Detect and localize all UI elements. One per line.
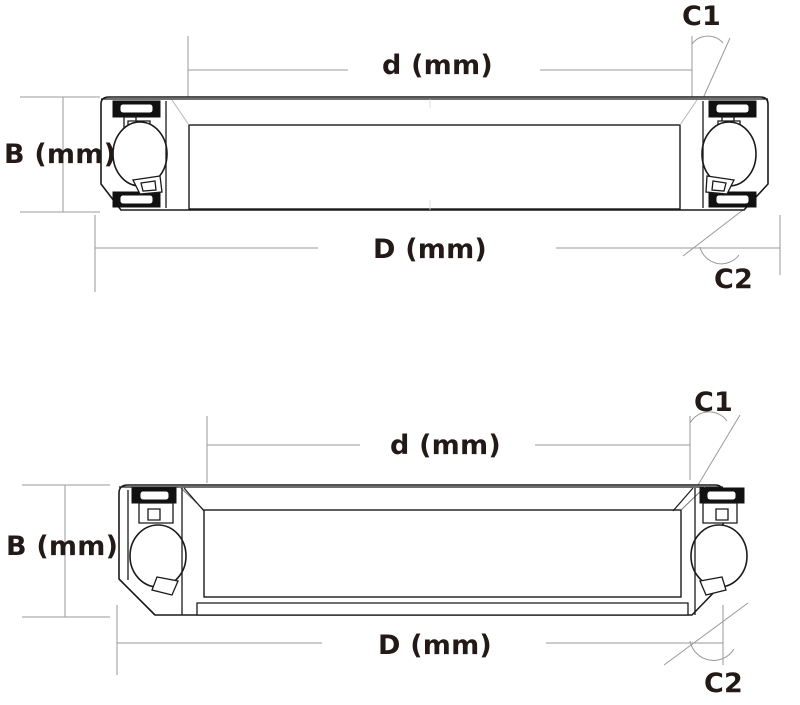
bottom-c1-label: C1 [694, 387, 734, 418]
bottom-right-retainer [699, 576, 727, 596]
bottom-right-upper-seal [699, 487, 745, 504]
top-dimension-lines [20, 36, 781, 292]
bottom-c1-chamfer-indicator [689, 411, 741, 486]
top-left-lower-seal [112, 191, 161, 208]
top-c2-label: C2 [714, 264, 754, 295]
top-bore-dimension-label: d (mm) [382, 50, 493, 81]
bottom-outer-dimension-label: D (mm) [378, 630, 492, 661]
top-c1-label: C1 [682, 1, 722, 32]
bottom-bearing-shoulder-band [196, 602, 689, 616]
top-width-dimension-label: B (mm) [4, 139, 117, 170]
top-right-lower-seal [708, 191, 757, 208]
top-bearing-drawing [20, 35, 781, 292]
top-right-bearing-assembly [701, 100, 757, 208]
bottom-right-bearing-assembly [672, 487, 748, 615]
top-right-retainer [705, 175, 735, 195]
top-c1-chamfer-indicator [691, 35, 731, 106]
top-right-upper-seal [708, 100, 757, 118]
top-bearing-bore [101, 98, 768, 210]
bottom-width-dimension-label: B (mm) [6, 531, 119, 562]
bottom-bore-dimension-label: d (mm) [390, 430, 501, 461]
bottom-dimension-lines [22, 416, 724, 675]
top-left-bearing-assembly [112, 100, 168, 208]
top-left-upper-seal [112, 100, 161, 118]
bottom-c2-label: C2 [704, 668, 744, 699]
bottom-left-retainer [151, 576, 179, 596]
bottom-c2-chamfer-indicator [663, 602, 749, 666]
bottom-bearing-bore [119, 486, 723, 598]
bottom-left-bearing-assembly [127, 487, 205, 615]
top-outer-dimension-label: D (mm) [373, 234, 487, 265]
top-bore-chamfer-lines [171, 99, 698, 126]
top-left-retainer [132, 175, 163, 195]
bottom-bearing-drawing [22, 411, 749, 675]
bottom-left-upper-seal [131, 487, 177, 504]
